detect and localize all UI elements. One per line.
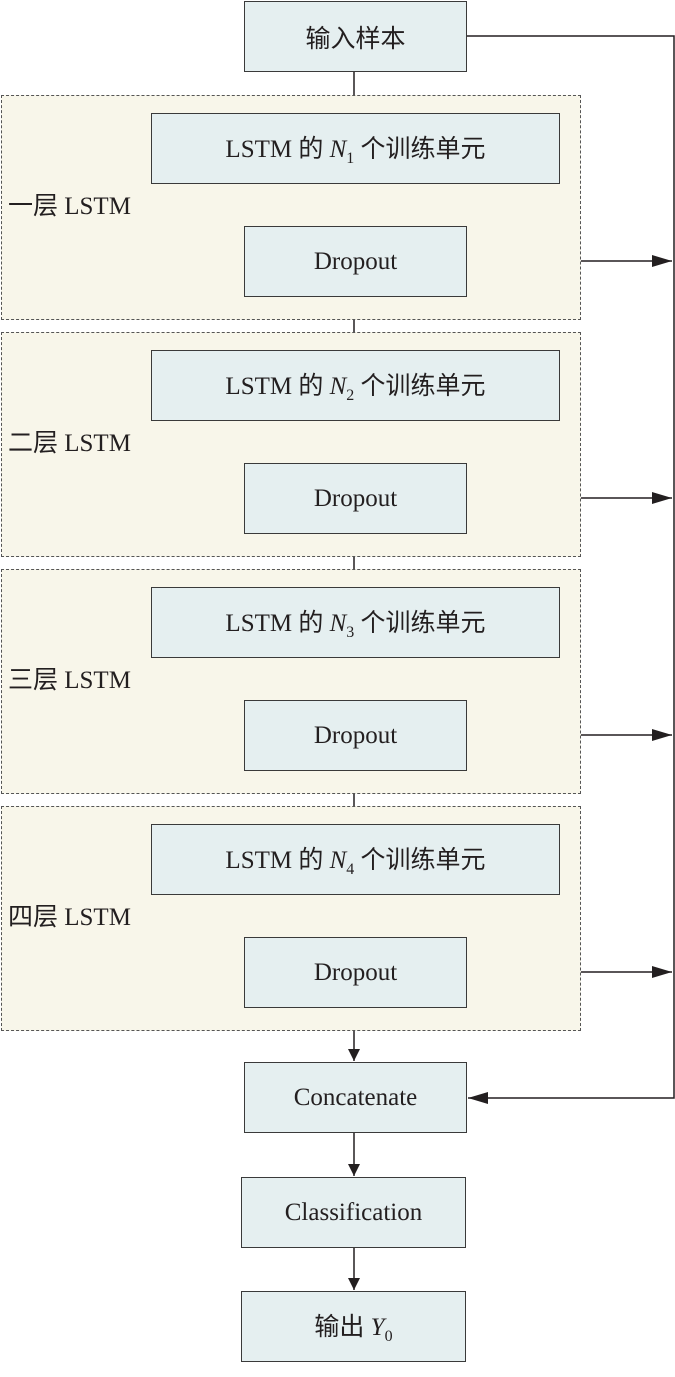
layer-3-label: 三层 LSTM xyxy=(8,667,131,694)
lstm-units-node-2: LSTM 的 N2 个训练单元 xyxy=(151,350,560,421)
classification-node: Classification xyxy=(241,1177,466,1248)
dropout-node-1: Dropout xyxy=(244,226,467,297)
lstm-units-text-2: LSTM 的 N2 个训练单元 xyxy=(225,373,486,404)
dropout-node-2: Dropout xyxy=(244,463,467,534)
lstm-units-text-4: LSTM 的 N4 个训练单元 xyxy=(225,847,486,878)
layer-4-label: 四层 LSTM xyxy=(8,904,131,931)
lstm-units-text-1: LSTM 的 N1 个训练单元 xyxy=(225,136,486,167)
input-sample-node: 输入样本 xyxy=(244,1,467,72)
layer-2-label: 二层 LSTM xyxy=(8,430,131,457)
dropout-node-4: Dropout xyxy=(244,937,467,1008)
arrow-input-rail-to-concatenate xyxy=(467,35,675,1104)
lstm-units-node-3: LSTM 的 N3 个训练单元 xyxy=(151,587,560,658)
concatenate-node: Concatenate xyxy=(244,1062,467,1133)
lstm-units-text-3: LSTM 的 N3 个训练单元 xyxy=(225,610,486,641)
lstm-units-node-1: LSTM 的 N1 个训练单元 xyxy=(151,113,560,184)
layer-1-label: 一层 LSTM xyxy=(8,193,131,220)
output-node: 输出 Y0 xyxy=(241,1291,466,1362)
output-text: 输出 Y0 xyxy=(314,1314,393,1345)
lstm-units-node-4: LSTM 的 N4 个训练单元 xyxy=(151,824,560,895)
dropout-node-3: Dropout xyxy=(244,700,467,771)
